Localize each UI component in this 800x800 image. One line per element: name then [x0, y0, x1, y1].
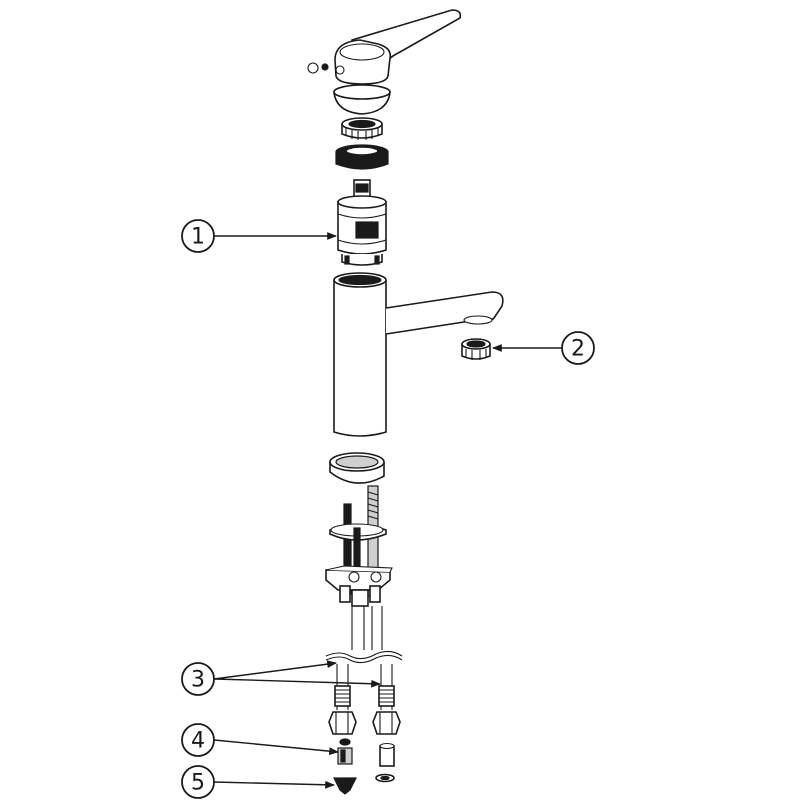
callout-number: 2	[571, 337, 585, 362]
callout-5: 5	[181, 765, 335, 799]
callout-number: 3	[191, 668, 205, 693]
cartridge	[337, 179, 387, 266]
leader-line	[213, 739, 339, 756]
clamping-nut	[335, 144, 389, 170]
callout-number: 1	[191, 225, 205, 250]
supply-hoses	[325, 606, 403, 735]
leader-line	[213, 678, 381, 688]
callout-4: 4	[181, 723, 339, 757]
strainer	[333, 773, 395, 795]
lever-handle	[334, 9, 462, 85]
set-screw	[307, 62, 329, 74]
leader-line	[213, 780, 335, 789]
callout-1: 1	[181, 219, 337, 253]
callout-number: 4	[191, 729, 205, 754]
callout-3: 3	[181, 660, 381, 696]
callout-number: 5	[191, 771, 205, 796]
base-ring	[329, 452, 385, 484]
cover-cap	[333, 84, 391, 115]
callout-2: 2	[492, 331, 595, 365]
hose-filter-adapter	[337, 738, 395, 767]
faucet-body	[333, 272, 504, 437]
mounting-set	[325, 485, 393, 607]
leader-line	[213, 660, 337, 680]
aerator	[461, 338, 491, 360]
threaded-ring	[341, 117, 383, 140]
